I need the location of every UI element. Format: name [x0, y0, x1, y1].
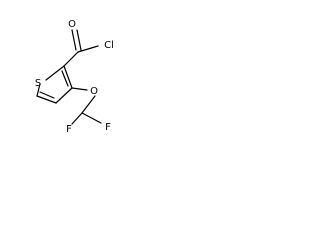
- bond-c4-c5: [36, 95, 57, 104]
- molecule-canvas: O Cl S O F F: [0, 0, 150, 152]
- bond-chf2-fleft: [71, 112, 83, 125]
- bond-c5-s1: [36, 83, 41, 97]
- bond-chf2-fright: [81, 112, 102, 124]
- atom-fluorine-right: F: [105, 122, 111, 133]
- atom-sulfur: S: [35, 78, 41, 89]
- bond-c2-ccarbonyl: [63, 51, 79, 67]
- bond-c-cl: [77, 45, 99, 53]
- bond-c4-c5-inner: [39, 91, 55, 99]
- bond-oether-chf2: [81, 95, 96, 114]
- bond-c2-c3: [63, 65, 73, 89]
- bond-c3-c4: [55, 87, 73, 104]
- bond-s1-c2: [45, 65, 65, 81]
- molecule-structure: O Cl S O F F: [35, 19, 114, 135]
- atom-oxygen-ether: O: [90, 86, 98, 97]
- bond-c-o-double-1: [71, 29, 77, 51]
- bond-c-o-double-2: [76, 29, 82, 51]
- bond-c2-c3-inner: [61, 70, 69, 87]
- atom-fluorine-left: F: [66, 124, 72, 135]
- atom-chlorine: Cl: [104, 40, 114, 51]
- bond-c3-oether: [71, 87, 88, 91]
- atom-oxygen-carbonyl: O: [68, 19, 76, 30]
